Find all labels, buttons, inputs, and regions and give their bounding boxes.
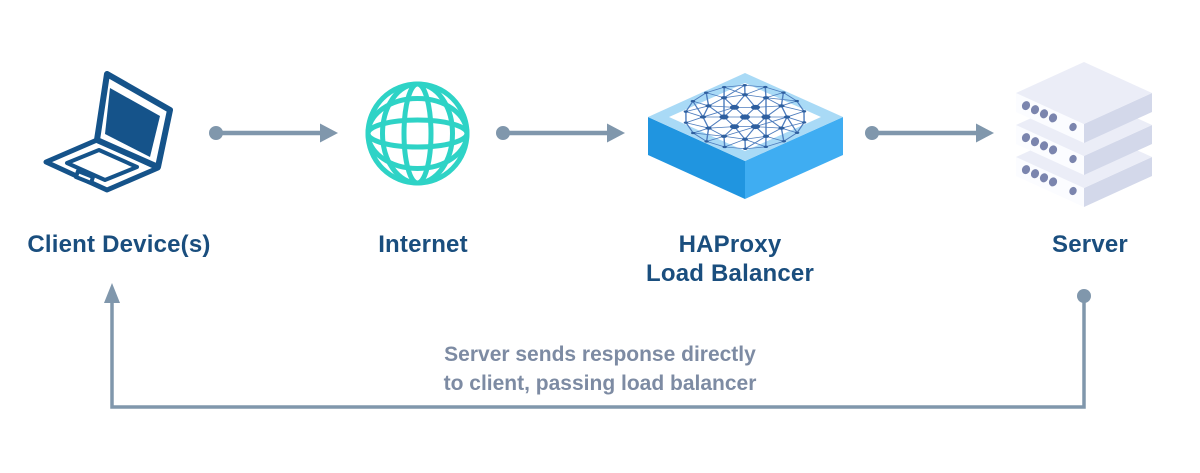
flow-arrow-2 xyxy=(495,120,631,146)
return-note-line1: Server sends response directly xyxy=(444,343,756,366)
node-label-haproxy-line1: HAProxy xyxy=(678,231,782,258)
return-arrowhead xyxy=(104,283,120,303)
haproxy-mesh xyxy=(683,84,807,150)
load-balancer-icon xyxy=(648,68,844,200)
return-path xyxy=(95,262,1105,420)
node-label-haproxy-line2: Load Balancer xyxy=(646,260,814,287)
globe-icon xyxy=(364,80,471,187)
flow-arrow-3 xyxy=(864,120,1000,146)
return-note-line2: to client, passing load balancer xyxy=(443,372,757,395)
return-note: Server sends response directly to client… xyxy=(350,340,850,398)
node-label-client: Client Device(s) xyxy=(27,231,211,258)
server-stack-icon xyxy=(1010,62,1160,210)
flow-arrow-1 xyxy=(208,120,344,146)
laptop-icon xyxy=(40,60,180,205)
node-label-internet: Internet xyxy=(378,231,468,258)
node-label-haproxy: HAProxy Load Balancer xyxy=(605,230,855,288)
node-label-server: Server xyxy=(1052,231,1128,258)
